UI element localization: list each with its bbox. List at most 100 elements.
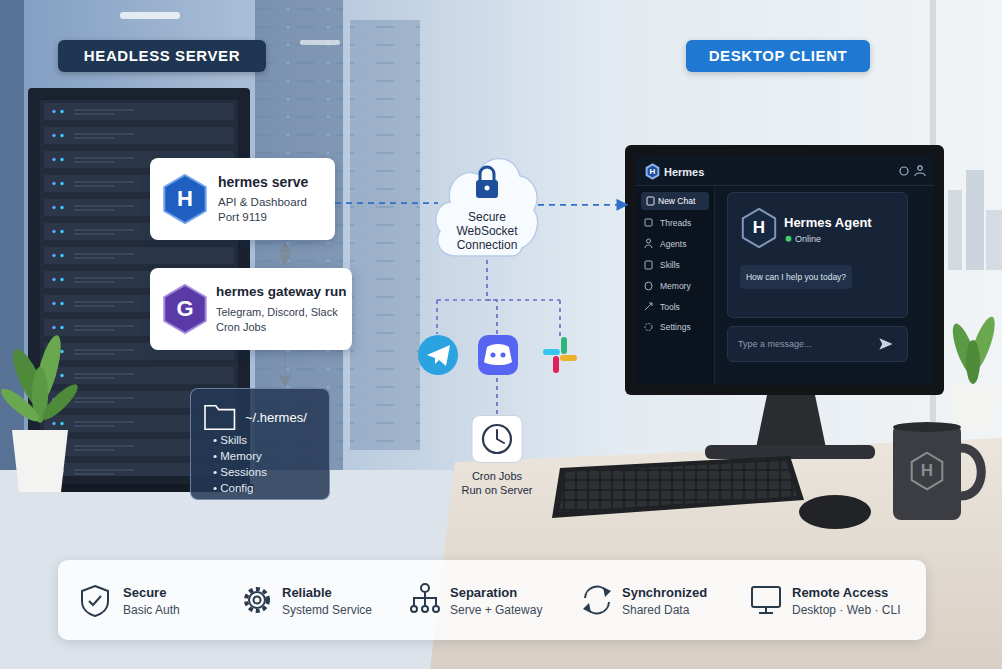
app-window-part-part [645,219,652,226]
folder-card: ~/.hermes/• Skills• Memory• Sessions• Co… [190,388,330,500]
feature-bar-part-part [433,606,439,612]
cloud-node-part-part [476,180,498,198]
message-input: Type a message... [727,326,908,362]
background-illustration-part [950,385,996,430]
node-text: Type a message... [738,339,878,349]
feature-bar: SecureBasic AuthReliableSystemd ServiceS… [58,560,926,640]
node-text: Shared Data [622,603,762,617]
app-window-part-part [645,245,652,248]
app-logo: H [646,164,659,179]
node-text: Desktop · Web · CLI [792,603,932,617]
node-text: H [646,164,659,179]
app-window-part-part [645,282,652,290]
background-illustration-part [961,448,981,496]
feature-bar-part-part [752,587,780,607]
agent-avatar: H [741,208,777,248]
background-illustration-part [350,20,420,450]
node-text: Secure [123,585,263,600]
background-illustration-part [559,461,797,512]
sidebar-label: Tools [660,302,680,312]
feature-bar-part-part [583,603,591,613]
dashed-connector [538,204,626,206]
node-text: H [910,452,944,490]
app-window-part-part [915,173,925,176]
hex-icon: H [162,174,208,224]
node-text: How can I help you today? [740,265,852,289]
node-text: Cron Jobs Run on Server [461,469,533,497]
app-icons-part [561,337,567,354]
sidebar-label: Threads [660,218,691,228]
feature-bar-part [58,560,926,640]
background-illustration-part [799,495,871,529]
node-text: Secure WebSocket Connection [447,210,527,252]
cloud-node-part-part [485,186,490,191]
background-illustration-part [300,40,340,45]
feature-bar-part-part [254,597,261,604]
node-text: H [162,174,208,224]
dashed-connector [335,202,438,204]
app-icons-part [437,300,560,336]
app-window-part-part [645,303,652,310]
background-illustration-part [38,380,82,424]
folder-card-part-part [205,406,234,430]
cloud-node-part-part [436,159,538,257]
background-illustration-part [120,12,180,19]
node-text: Remote Access [792,585,932,600]
background-illustration-part [893,424,961,520]
cloud-node-part-part [480,167,494,181]
node-text: Reliable [282,585,422,600]
chat-bubble: How can I help you today? [740,265,852,289]
node-text: DESKTOP CLIENT [686,40,870,72]
feature-bar-part-part [246,589,268,611]
node-text: Hermes Agent [784,215,904,230]
node-text: G [162,284,208,334]
node-text: Separation [450,585,590,600]
app-icons-part [543,349,560,355]
background-illustration-part [0,384,43,426]
app-window-part-part [645,324,652,331]
node-text: • Sessions [213,466,323,478]
feature-bar-part-part [422,606,428,612]
node-text: • Memory [213,450,323,462]
dashed-connector [284,244,286,264]
background-illustration-part [893,422,961,432]
background-illustration-part [625,145,944,395]
app-icons-part [427,345,450,366]
folder-card-part [191,389,329,499]
node-text: Telegram, Discord, Slack Cron Jobs [216,305,348,335]
node-text: ~/.hermes/ [245,410,325,425]
mug-logo: H [910,452,944,490]
sidebar-label: Settings [660,322,691,332]
app-window-part-part [636,186,714,385]
app-icons-part [478,335,518,375]
app-icons-part [491,353,496,358]
chat-panel: Hermes AgentOnlineHHow can I help you to… [727,192,908,318]
app-icons-part [418,335,458,375]
app-icons-part [553,356,559,373]
node-text: hermes gateway run [216,284,350,299]
app-logo-part-part [647,164,659,178]
section-pill: DESKTOP CLIENT [686,40,870,72]
app-window-part-part [918,166,922,170]
sidebar-label: Memory [660,281,691,291]
node-text: H [741,208,777,248]
background-illustration-part [756,395,826,448]
feature-bar-part-part [421,584,429,592]
feature-bar-part-part [759,607,773,613]
background-illustration-part [948,190,962,270]
feature-bar-part-part [249,592,265,608]
app-window-part-part [636,185,934,186]
feature-bar-part-part [411,606,417,612]
section-pill: HEADLESS SERVER [58,40,266,72]
node-text: API & Dashboard Port 9119 [218,195,318,225]
background-illustration-part [986,210,1002,270]
app-window-part-part [900,167,908,175]
cloud-node: Secure WebSocket Connection [432,138,542,264]
node-text: Hermes [664,166,744,178]
node-text: • Config [213,482,323,494]
clock-node-part-part [483,425,511,453]
